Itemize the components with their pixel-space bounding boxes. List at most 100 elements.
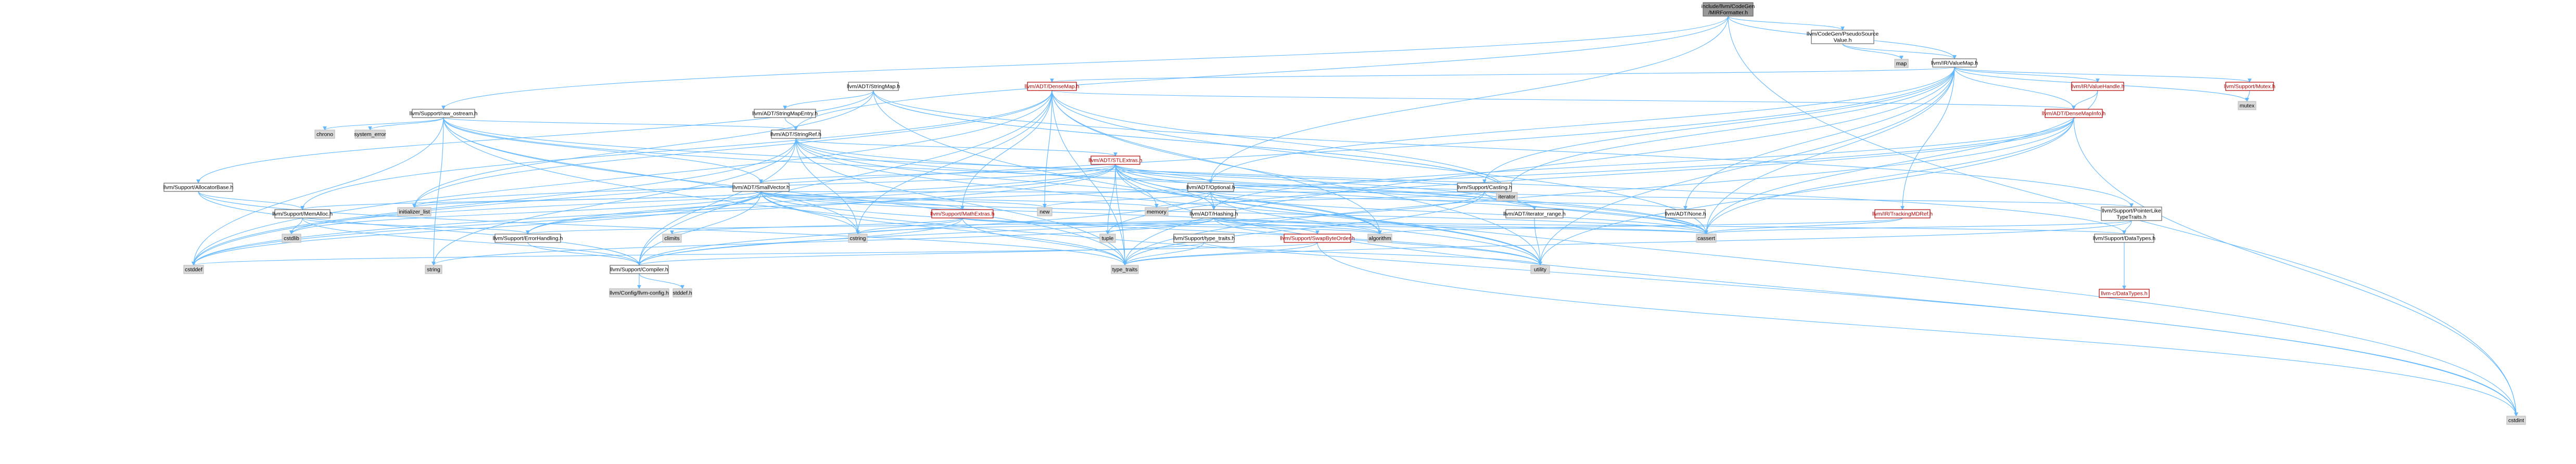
node-label-densemapinfo: llvm/ADT/DenseMapInfo.h xyxy=(2042,111,2106,117)
node-label-trackingmdref: llvm/IR/TrackingMDRef.h xyxy=(1872,211,1933,217)
node-box-iterator xyxy=(1496,192,1518,201)
edge-optional-to-compiler xyxy=(637,191,1211,266)
node-label-initializer_list: initializer_list xyxy=(399,209,430,215)
node-stringmap[interactable]: llvm/ADT/StringMap.h xyxy=(847,82,900,91)
node-box-valuehandle xyxy=(2071,82,2124,91)
node-optional[interactable]: llvm/ADT/Optional.h xyxy=(1186,183,1235,192)
node-box-utility xyxy=(1530,265,1550,274)
node-densemapinfo[interactable]: llvm/ADT/DenseMapInfo.h xyxy=(2042,109,2106,118)
node-box-initializer_list xyxy=(397,207,432,216)
node-label-climits: climits xyxy=(664,236,679,242)
node-box-new xyxy=(1037,207,1052,216)
node-label-valuehandle: llvm/IR/ValueHandle.h xyxy=(2071,84,2124,90)
edge-smallvector-to-new xyxy=(760,191,1047,208)
node-valuemap[interactable]: llvm/IR/ValueMap.h xyxy=(1931,58,1978,68)
node-label-type_traits: type_traits xyxy=(1112,267,1137,273)
edge-hashing-to-cassert xyxy=(1213,217,1708,235)
node-label-stringmapentry: llvm/ADT/StringMapEntry.h xyxy=(752,111,818,117)
node-label-stringref: llvm/ADT/StringRef.h xyxy=(770,132,821,138)
node-box-casting xyxy=(1457,183,1512,192)
edge-smallvector-to-errorhandling xyxy=(526,191,762,235)
node-compiler[interactable]: llvm/Support/Compiler.h xyxy=(610,265,669,274)
edge-stringmap-to-cstdint xyxy=(873,90,2518,417)
node-label-tuple: tuple xyxy=(1102,236,1114,242)
node-box-stringref xyxy=(771,130,821,139)
node-llvmdatatypes[interactable]: llvm-c/DataTypes.h xyxy=(2099,289,2150,298)
node-casting[interactable]: llvm/Support/Casting.h xyxy=(1457,183,1512,192)
node-utility: utility xyxy=(1530,265,1550,274)
edge-valuemap-to-iterator xyxy=(1505,67,1955,193)
edge-rawostream-to-cassert xyxy=(443,117,1708,235)
edge-hashing-to-errorhandling xyxy=(526,217,1214,235)
node-label-mutex: mutex xyxy=(2240,103,2255,109)
edge-stringmap-to-initializer_list xyxy=(412,90,874,208)
node-iterator_range[interactable]: llvm/ADT/iterator_range.h xyxy=(1503,209,1566,218)
node-densemap[interactable]: llvm/ADT/DenseMap.h xyxy=(1024,82,1080,91)
node-allocatorbase[interactable]: llvm/Support/AllocatorBase.h xyxy=(163,183,234,192)
edge-densemap-to-compiler xyxy=(637,90,1052,266)
edge-smallvector-to-cstring xyxy=(760,191,860,235)
node-box-cstdint xyxy=(2506,416,2526,425)
node-box-map xyxy=(1894,59,1909,68)
node-label-algorithm: algorithm xyxy=(1368,236,1391,242)
node-memalloc[interactable]: llvm/Support/MemAlloc.h xyxy=(272,209,333,218)
node-valuehandle[interactable]: llvm/IR/ValueHandle.h xyxy=(2071,82,2125,91)
node-datatypes[interactable]: llvm/Support/DataTypes.h xyxy=(2093,234,2155,243)
edge-allocatorbase-to-compiler xyxy=(198,191,641,266)
edge-stlextras-to-cstdlib xyxy=(289,164,1116,235)
edge-stringref-to-compiler xyxy=(637,138,796,266)
node-errorhandling[interactable]: llvm/Support/ErrorHandling.h xyxy=(493,234,563,243)
edge-stringmapentry-to-stringref xyxy=(784,117,798,131)
node-smallvector[interactable]: llvm/ADT/SmallVector.h xyxy=(732,183,790,192)
edge-densemap-to-initializer_list xyxy=(412,90,1052,208)
edge-pseudo-to-map xyxy=(1842,43,1904,60)
edge-stlextras-to-memory xyxy=(1115,164,1159,208)
edge-root-to-optional xyxy=(1209,16,1729,184)
edge-typetraitsh-to-compiler xyxy=(637,242,1204,266)
node-climits: climits xyxy=(662,234,682,243)
edge-densemap-to-type_traits xyxy=(1051,90,1127,266)
node-mathextras[interactable]: llvm/Support/MathExtras.h xyxy=(930,209,995,218)
node-algorithm: algorithm xyxy=(1367,234,1392,243)
node-label-compiler: llvm/Support/Compiler.h xyxy=(610,267,668,273)
node-swapbyteorder[interactable]: llvm/Support/SwapByteOrder.h xyxy=(1280,234,1355,243)
node-trackingmdref[interactable]: llvm/IR/TrackingMDRef.h xyxy=(1872,209,1933,218)
node-label-stddef: stddef.h xyxy=(672,290,692,297)
node-label-errorhandling: llvm/Support/ErrorHandling.h xyxy=(493,236,563,242)
edge-rawostream-to-smallvector xyxy=(443,117,763,184)
edge-stringmap-to-pointerlike xyxy=(873,90,2134,208)
node-stlextras[interactable]: llvm/ADT/STLExtras.h xyxy=(1088,156,1143,165)
node-stringref[interactable]: llvm/ADT/StringRef.h xyxy=(770,130,821,139)
node-box-errorhandling xyxy=(494,234,561,243)
edge-densemap-to-algorithm xyxy=(1051,90,1382,235)
edge-rawostream-to-system_error xyxy=(368,117,444,131)
edge-trackingmdref-to-algorithm xyxy=(1378,217,1903,235)
node-map: map xyxy=(1894,59,1909,68)
edge-mathextras-to-compiler xyxy=(637,217,963,266)
header-nodes: include/llvm/CodeGen/MIRFormatter.hllvm/… xyxy=(163,2,2526,425)
node-none[interactable]: llvm/ADT/None.h xyxy=(1665,209,1706,218)
edge-stlextras-to-cassert xyxy=(1115,164,1708,235)
node-box-llvmconfig xyxy=(609,288,669,298)
node-box-tuple xyxy=(1099,234,1116,243)
node-label-map: map xyxy=(1896,61,1907,67)
node-mutex: mutex xyxy=(2238,101,2256,110)
node-rawostream[interactable]: llvm/Support/raw_ostream.h xyxy=(410,109,478,118)
edge-casting-to-pointerlike xyxy=(1484,191,2134,208)
node-box-cassert xyxy=(1696,234,1717,243)
node-box-algorithm xyxy=(1367,234,1392,243)
edge-optional-to-utility xyxy=(1210,191,1542,266)
edge-rawostream-to-cstddef xyxy=(192,117,444,266)
edge-mathextras-to-cstring xyxy=(856,217,963,235)
edge-root-to-pseudo xyxy=(1728,16,1845,31)
edge-root-to-rawostream xyxy=(441,16,1729,110)
node-mutexh[interactable]: llvm/Support/Mutex.h xyxy=(2224,82,2276,91)
node-hashing[interactable]: llvm/ADT/Hashing.h xyxy=(1190,209,1238,218)
node-box-stringmapentry xyxy=(754,109,816,118)
node-label-typetraitsh: llvm/Support/type_traits.h xyxy=(1173,236,1235,242)
node-typetraitsh[interactable]: llvm/Support/type_traits.h xyxy=(1173,234,1235,243)
node-label-memalloc: llvm/Support/MemAlloc.h xyxy=(272,211,333,217)
node-stringmapentry[interactable]: llvm/ADT/StringMapEntry.h xyxy=(752,109,818,118)
